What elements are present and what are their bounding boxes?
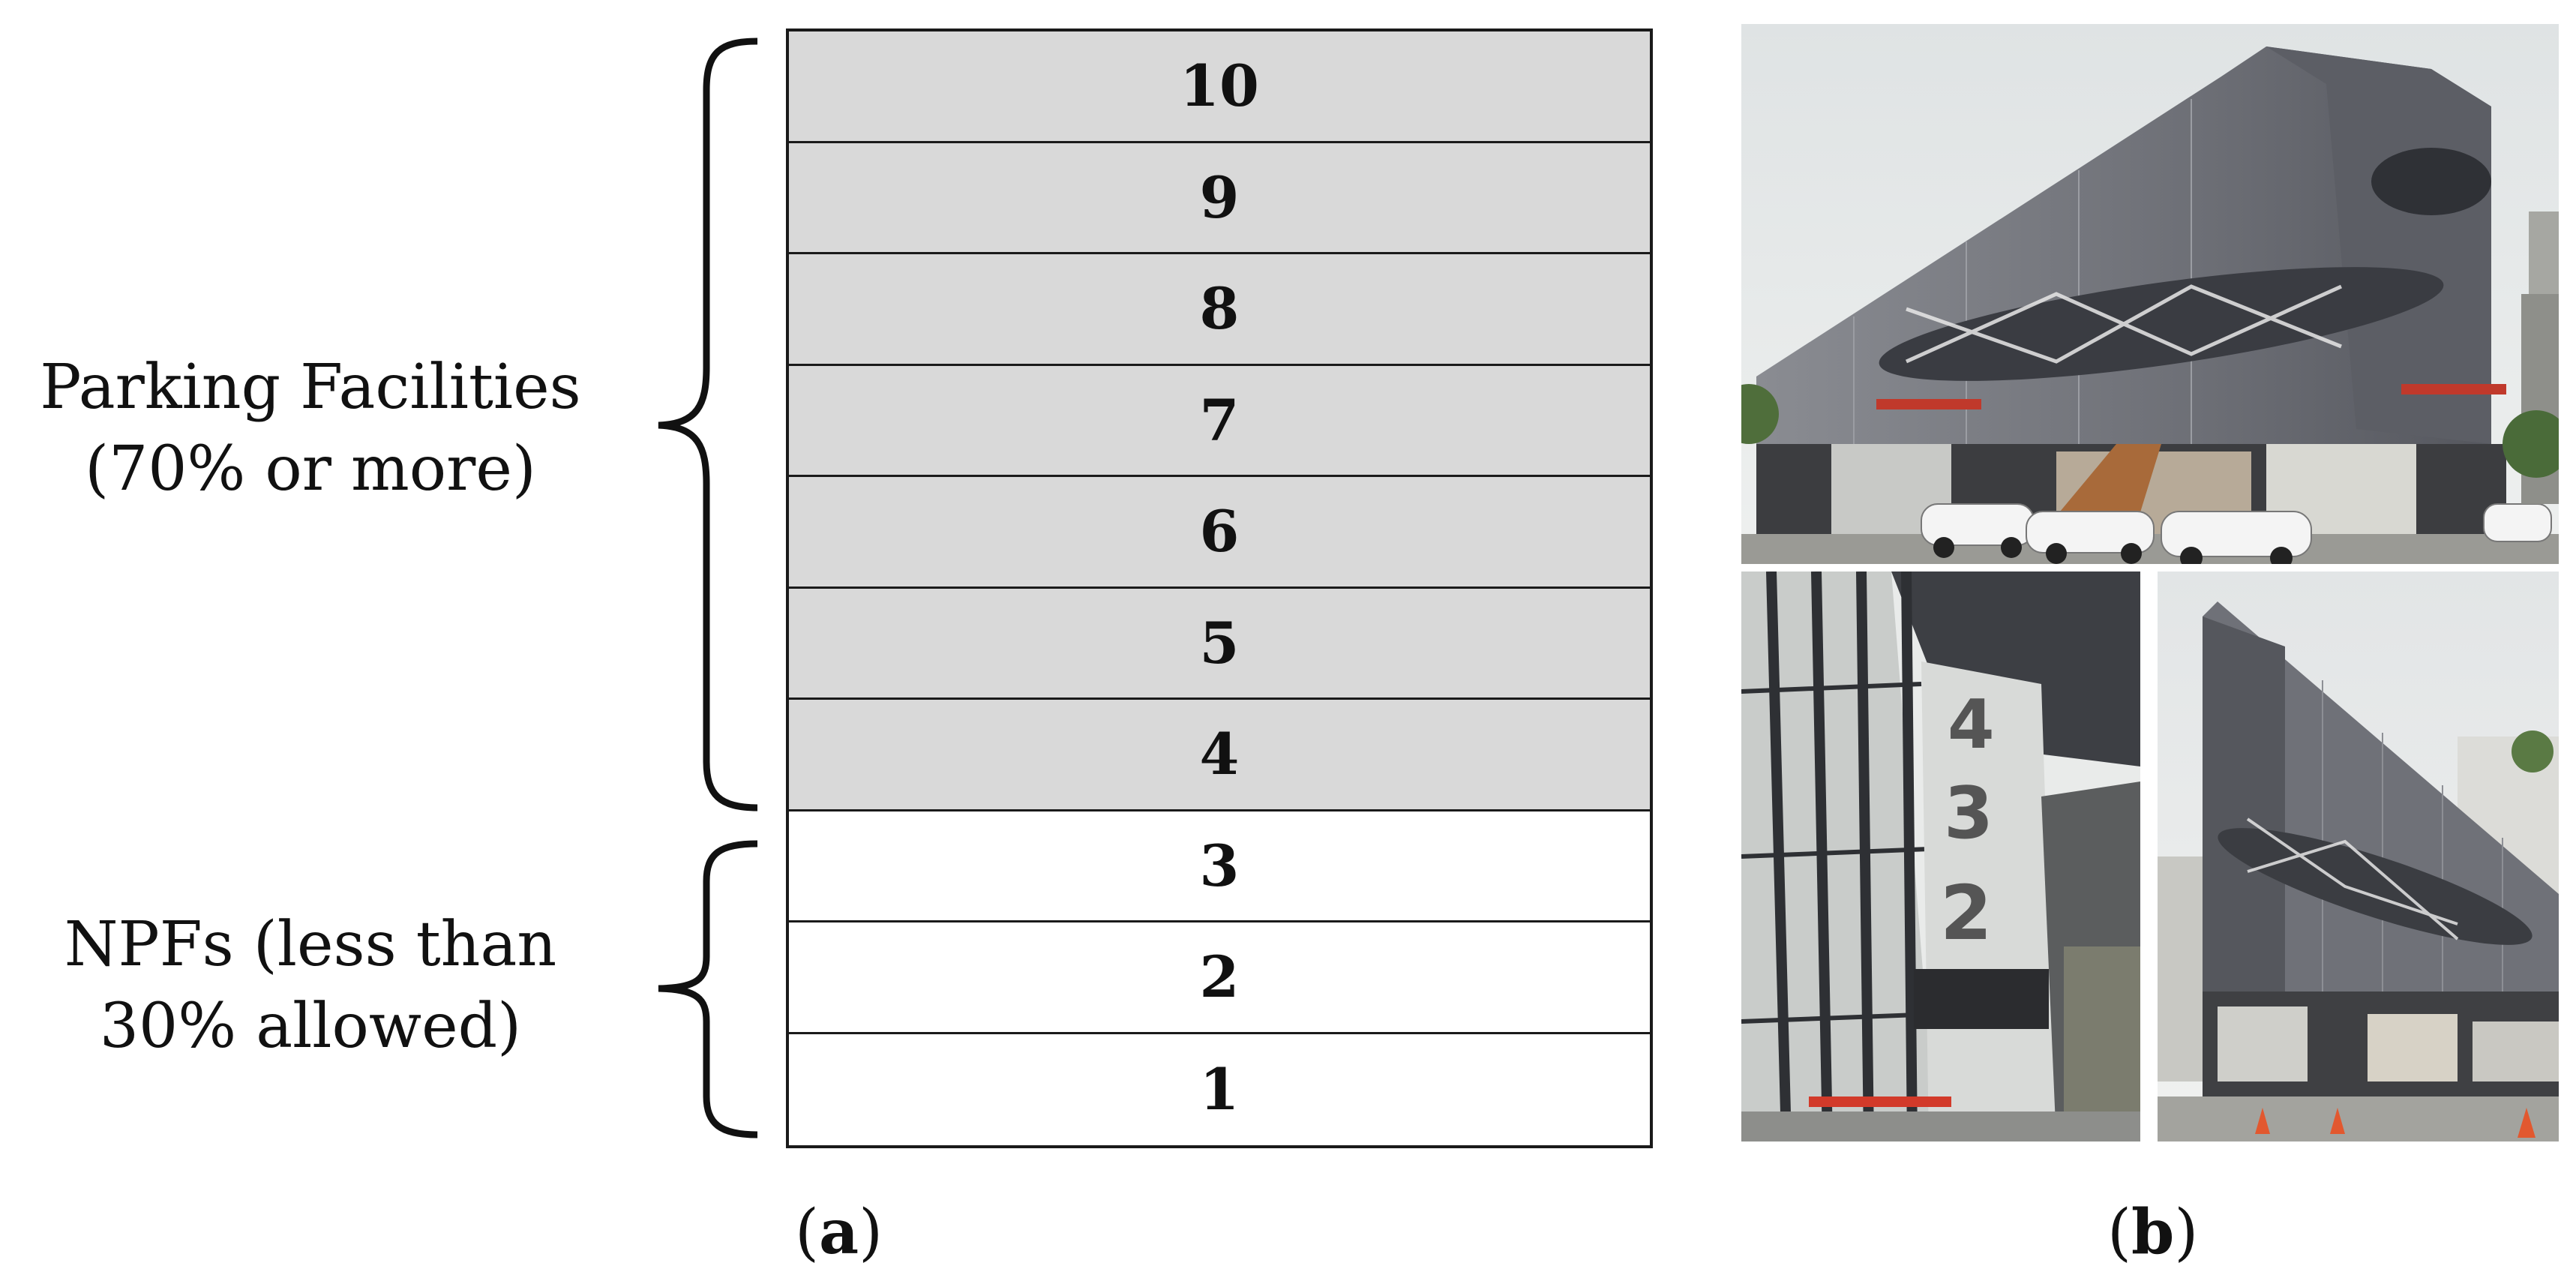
- npf-label-line1: NPFs (less than: [64, 909, 557, 980]
- parking-label-line2: (70% or more): [85, 434, 536, 506]
- ramp-number-4: 4: [1948, 686, 1995, 764]
- floor-6: 6: [789, 477, 1650, 589]
- floor-2: 2: [789, 922, 1650, 1034]
- floor-9: 9: [789, 142, 1650, 254]
- npf-brace: [658, 840, 758, 1138]
- ramp-number-3: 3: [1944, 772, 1993, 855]
- building-corner-photo: [2158, 572, 2559, 1142]
- interior-ramp-photo: 4 3 2: [1741, 572, 2140, 1142]
- floor-4: 4: [789, 700, 1650, 812]
- floor-1: 1: [789, 1034, 1650, 1145]
- parking-label-line1: Parking Facilities: [40, 352, 581, 423]
- parking-facilities-label: Parking Facilities (70% or more): [10, 346, 610, 510]
- floor-5: 5: [789, 588, 1650, 700]
- floor-10: 10: [789, 32, 1650, 143]
- building-exterior-photo: [1741, 24, 2559, 564]
- panel-label-b: (b): [2107, 1196, 2199, 1268]
- floor-stack: 10 9 8 7 6 5 4 3 2 1: [786, 28, 1653, 1148]
- floor-7: 7: [789, 365, 1650, 477]
- floor-8: 8: [789, 254, 1650, 366]
- floor-3: 3: [789, 811, 1650, 922]
- npf-label-line2: 30% allowed): [99, 991, 522, 1063]
- npf-label: NPFs (less than 30% allowed): [10, 904, 610, 1067]
- ramp-number-2: 2: [1940, 869, 1993, 957]
- panel-label-a: (a): [795, 1196, 883, 1268]
- parking-brace: [658, 38, 758, 812]
